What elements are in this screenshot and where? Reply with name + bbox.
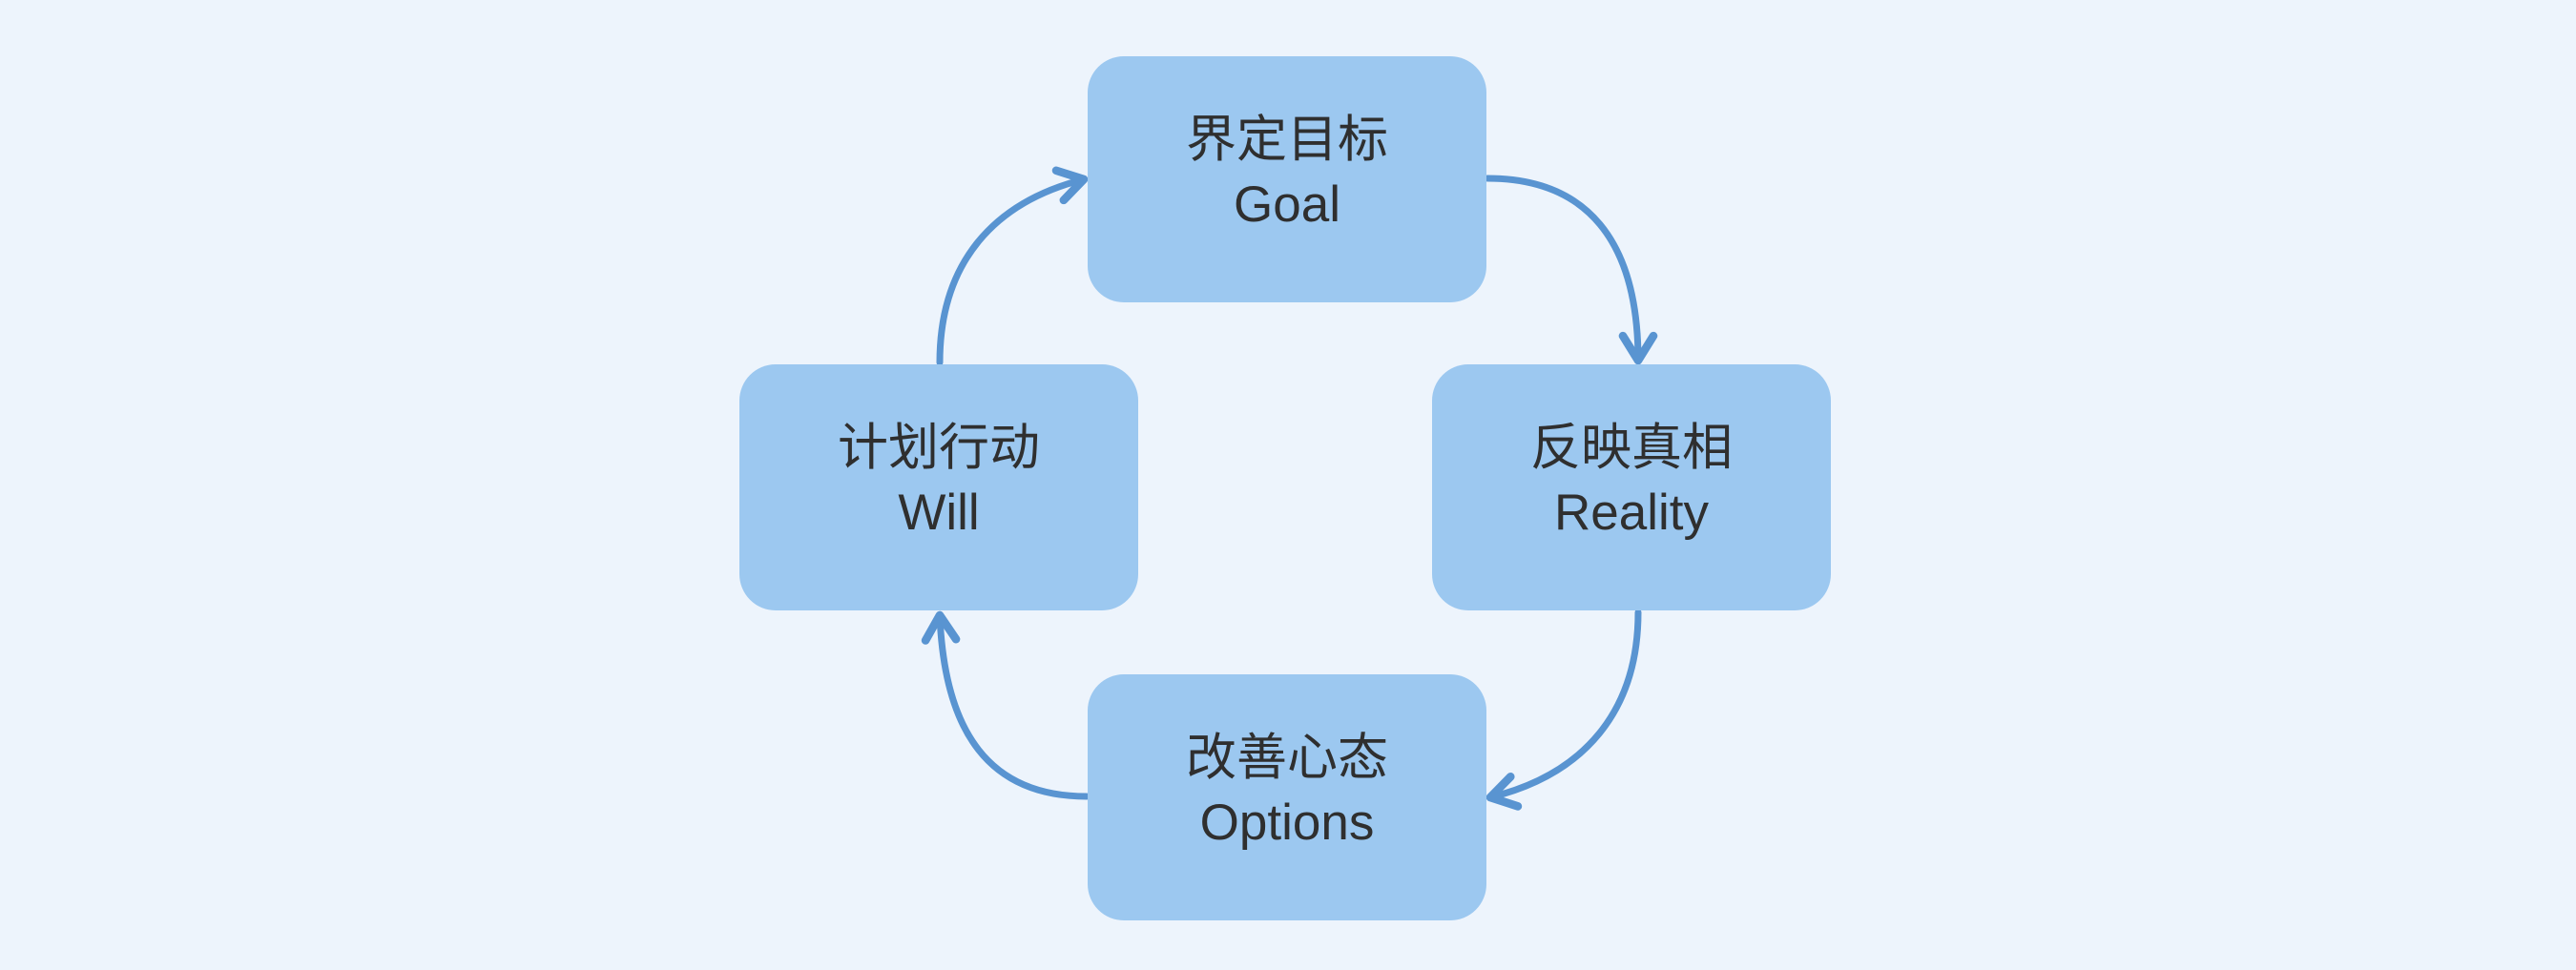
node-will: 计划行动 Will [739, 364, 1138, 610]
node-goal-label-zh: 界定目标 [1186, 112, 1388, 168]
node-goal: 界定目标 Goal [1088, 56, 1486, 302]
node-will-label-en: Will [898, 485, 980, 541]
arrow-options-to-will [921, 610, 1091, 800]
arrow-reality-to-options [1485, 609, 1642, 811]
node-options: 改善心态 Options [1088, 674, 1486, 920]
node-options-label-zh: 改善心态 [1186, 730, 1388, 786]
node-reality-label-en: Reality [1553, 485, 1709, 541]
node-will-label-zh: 计划行动 [838, 420, 1040, 476]
arrow-will-to-goal [936, 166, 1089, 366]
node-reality: 反映真相 Reality [1432, 364, 1831, 610]
arrow-goal-to-reality [1484, 175, 1658, 365]
node-options-label-en: Options [1199, 795, 1375, 851]
node-goal-label-en: Goal [1234, 176, 1340, 233]
node-reality-label-zh: 反映真相 [1530, 420, 1733, 476]
